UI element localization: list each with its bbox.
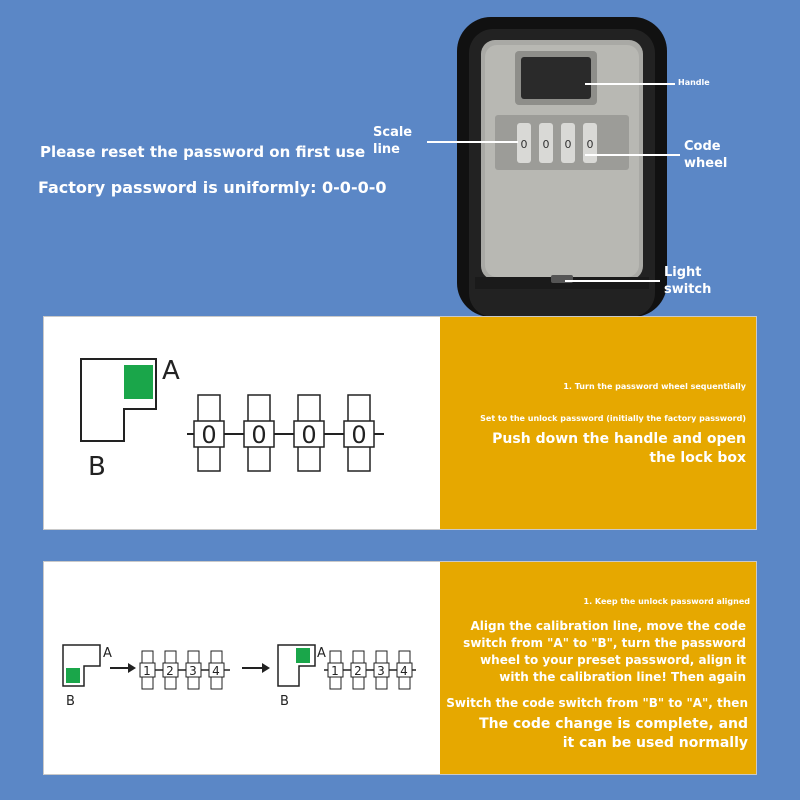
wheel-digit: 0: [201, 421, 216, 449]
wheel-digit: 0: [301, 421, 316, 449]
step2-title: 1. Keep the unlock password aligned: [583, 597, 750, 606]
switch-indicator-green: [66, 668, 80, 683]
wheel-digit: 0: [587, 138, 594, 151]
factory-password-notice: Factory password is uniformly: 0-0-0-0: [38, 178, 387, 197]
wheel-digit: 1: [331, 664, 339, 678]
wheel-digit: 0: [251, 421, 266, 449]
wheel-digit: 0: [543, 138, 550, 151]
switch-label-a: A: [162, 356, 180, 386]
wheel-digit: 2: [354, 664, 362, 678]
step1-subtitle: Set to the unlock password (initially th…: [480, 414, 746, 423]
wheel-digit: 2: [166, 664, 174, 678]
wheel-digit: 4: [212, 664, 220, 678]
switch-label-b: B: [280, 694, 289, 709]
first-use-notice: Please reset the password on first use: [40, 143, 366, 161]
light-switch: [551, 275, 573, 283]
lock-box-illustration: 0 0 0 0: [457, 17, 667, 317]
wheel-digit: 0: [351, 421, 366, 449]
step1-instructions: 1. Turn the password wheel sequentially …: [440, 317, 756, 529]
switch-indicator-green: [124, 365, 153, 399]
step2-instructions: 1. Keep the unlock password aligned Alig…: [440, 562, 756, 774]
step2-panel: A B 1 2 3 4 A B: [43, 561, 757, 775]
step1-panel: A B 0 0 0 0 1. Turn the password wheel s: [43, 316, 757, 530]
step2-body2: Switch the code switch from "B" to "A", …: [446, 696, 748, 710]
wheel-digit: 0: [565, 138, 572, 151]
handle-slot: [521, 57, 591, 99]
step2-body: Align the calibration line, move the cod…: [463, 619, 746, 684]
wheel-digit: 3: [189, 664, 197, 678]
wheel-digit: 1: [143, 664, 151, 678]
arrow-icon: [262, 663, 270, 673]
wheel-digit: 0: [521, 138, 528, 151]
code-wheels: 0 0 0 0: [517, 123, 597, 163]
switch-indicator-green: [296, 648, 310, 663]
callout-handle: Handle: [678, 78, 710, 87]
switch-label-b: B: [66, 694, 75, 709]
step1-diagram: A B 0 0 0 0: [80, 356, 384, 482]
wheel-digit: 4: [400, 664, 408, 678]
step1-title: 1. Turn the password wheel sequentially: [563, 382, 746, 391]
switch-label-b: B: [88, 452, 106, 482]
arrow-icon: [128, 663, 136, 673]
switch-label-a: A: [317, 646, 326, 661]
step2-diagram: A B 1 2 3 4 A B: [62, 644, 416, 709]
wheel-digit: 3: [377, 664, 385, 678]
switch-label-a: A: [103, 646, 112, 661]
